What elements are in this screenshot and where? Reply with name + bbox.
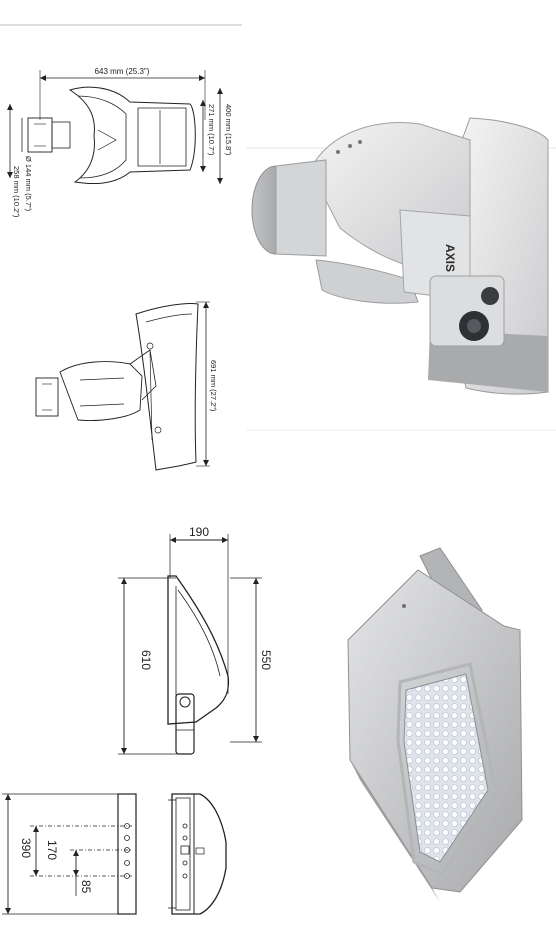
inner-height-label: 271 mm (10.7")	[207, 104, 216, 156]
axis-brand-label: AXIS	[443, 244, 457, 272]
camera-front-drawing: 643 mm (25.3") 400 mm (15.8") 271 mm (10…	[7, 67, 233, 218]
height-label: 400 mm (15.8")	[224, 104, 233, 156]
width-390-label: 390	[19, 838, 33, 858]
camera-side-drawing: 691 mm (27.2")	[35, 301, 218, 471]
side-height-label: 691 mm (27.2")	[209, 360, 218, 412]
floodlight-front-drawing: 390 170 85	[2, 793, 227, 915]
depth-label: 258 mm (10.2")	[12, 166, 21, 218]
camera-photo: AXIS	[246, 117, 556, 431]
width-label: 643 mm (25.3")	[95, 67, 150, 76]
spacing-170-label: 170	[45, 840, 59, 860]
diameter-label: Ø 144 mm (5.7")	[24, 156, 33, 212]
height-610-label: 610	[139, 650, 153, 670]
height-550-label: 550	[259, 650, 273, 670]
depth-190-label: 190	[189, 525, 209, 539]
offset-85-label: 85	[79, 880, 93, 894]
floodlight-side-drawing: 190 610 550	[118, 525, 273, 755]
floodlight-photo	[347, 547, 523, 902]
